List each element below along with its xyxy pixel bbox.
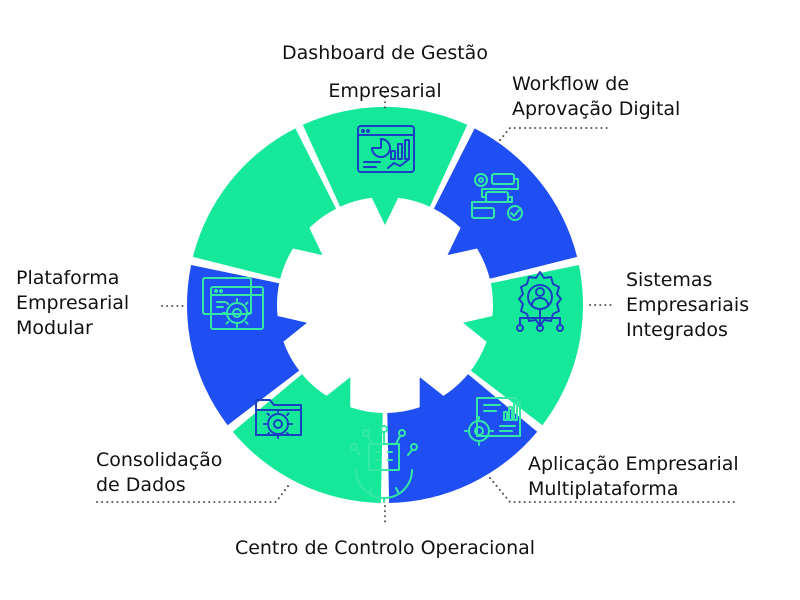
segment-bottom-right [387, 374, 538, 503]
label-workflow-aprovacao: Workflow de Aprovação Digital [512, 72, 680, 122]
label-dashboard-gestao: Dashboard de Gestão Empresarial [240, 34, 530, 110]
integrated-user-gear-icon [516, 271, 564, 332]
label-line: de Dados [96, 474, 186, 496]
leader-bottom-left [95, 485, 289, 503]
label-line: Sistemas [626, 269, 713, 291]
segment-bottom [232, 374, 383, 503]
label-line: Empresariais [626, 294, 750, 316]
label-centro-controlo: Centro de Controlo Operacional [200, 536, 570, 561]
workflow-approval-icon [471, 173, 523, 221]
label-sistemas-integrados: Sistemas Empresariais Integrados [626, 268, 749, 343]
label-line: Empresarial [16, 292, 130, 314]
leader-top-right [499, 127, 609, 141]
label-line: Multiplataforma [528, 478, 679, 500]
label-line: Plataforma [16, 267, 120, 289]
label-line: Aplicação Empresarial [528, 453, 739, 475]
label-line: Consolidação [96, 449, 223, 471]
leader-bottom-right [489, 477, 736, 503]
label-line: Centro de Controlo Operacional [234, 537, 536, 559]
label-line: Aprovação Digital [512, 98, 681, 120]
folder-gear-icon [255, 399, 302, 439]
label-line: Empresarial [328, 80, 442, 102]
segment-top [302, 106, 468, 225]
label-plataforma-modular: Plataforma Empresarial Modular [16, 266, 129, 341]
label-line: Integrados [626, 319, 728, 341]
label-line: Workflow de [512, 73, 630, 95]
label-aplicacao-multiplataforma: Aplicação Empresarial Multiplataforma [528, 452, 739, 502]
segment-right [463, 265, 583, 426]
control-center-building-icon [350, 425, 418, 503]
label-line: Modular [16, 317, 93, 339]
document-gear-chart-icon [464, 397, 521, 446]
segment-top-right [433, 128, 578, 279]
segment-bottom-left [187, 265, 307, 426]
modular-windows-gear-icon [202, 277, 264, 330]
label-line: Dashboard de Gestão [282, 42, 488, 64]
segment-left [192, 128, 337, 279]
label-consolidacao-dados: Consolidação de Dados [96, 448, 222, 498]
dashboard-chart-icon [357, 125, 415, 173]
